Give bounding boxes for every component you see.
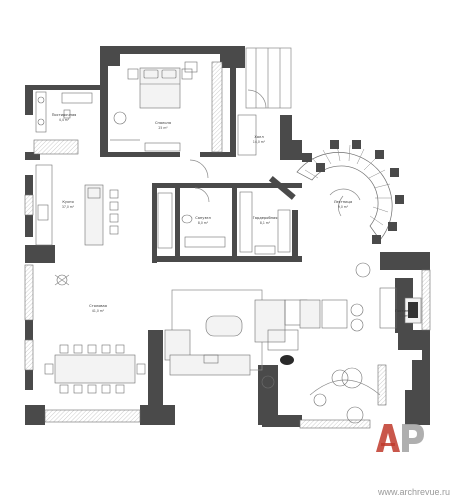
room-area-bedroom: 25 m² [158,126,168,130]
room-area-hall: 14,0 m² [253,140,266,144]
laundry [35,91,93,133]
room-name-laundry: Постирочная [52,113,77,117]
ap-logo [376,424,424,452]
room-area-laundry: 4,4 m² [59,118,70,122]
exterior-steps [245,47,292,109]
room-area-stair-hall: 9,0 m² [338,205,349,209]
room-area-bathroom: 8,0 m² [198,221,209,225]
wardrobe [239,191,291,255]
room-name-bathroom: Санузел [195,216,211,220]
room-name-bedroom: Спальня [155,121,171,125]
walls [25,46,430,427]
room-area-kitchen: 37,0 m² [62,205,75,209]
room-name-hall: Холл [254,135,263,139]
room-name-kitchen: Кухня [62,200,73,204]
room-area-dining: 41,0 m² [92,309,105,313]
room-area-guest: 55 m² [399,314,409,318]
room-name-dining: Столовая [89,304,107,308]
hall [189,114,257,179]
kitchen [35,164,119,246]
dining [44,274,146,394]
spiral-staircase [296,140,404,244]
room-name-stair-hall: Лестница [334,200,352,204]
window-walls [24,61,431,429]
bathroom [157,187,226,249]
room-labels: Постирочная 4,4 m² Спальня 25 m² Холл 14… [52,113,413,318]
room-area-wardrobe: 8,1 m² [260,221,271,225]
watermark-site: www.archrevue.ru [377,487,450,497]
room-name-wardrobe: Гардеробная [253,216,278,220]
bedroom [110,61,198,152]
room-name-guest: Гостиная [395,309,413,313]
lounge [164,289,364,389]
guest-lounge [309,262,422,424]
